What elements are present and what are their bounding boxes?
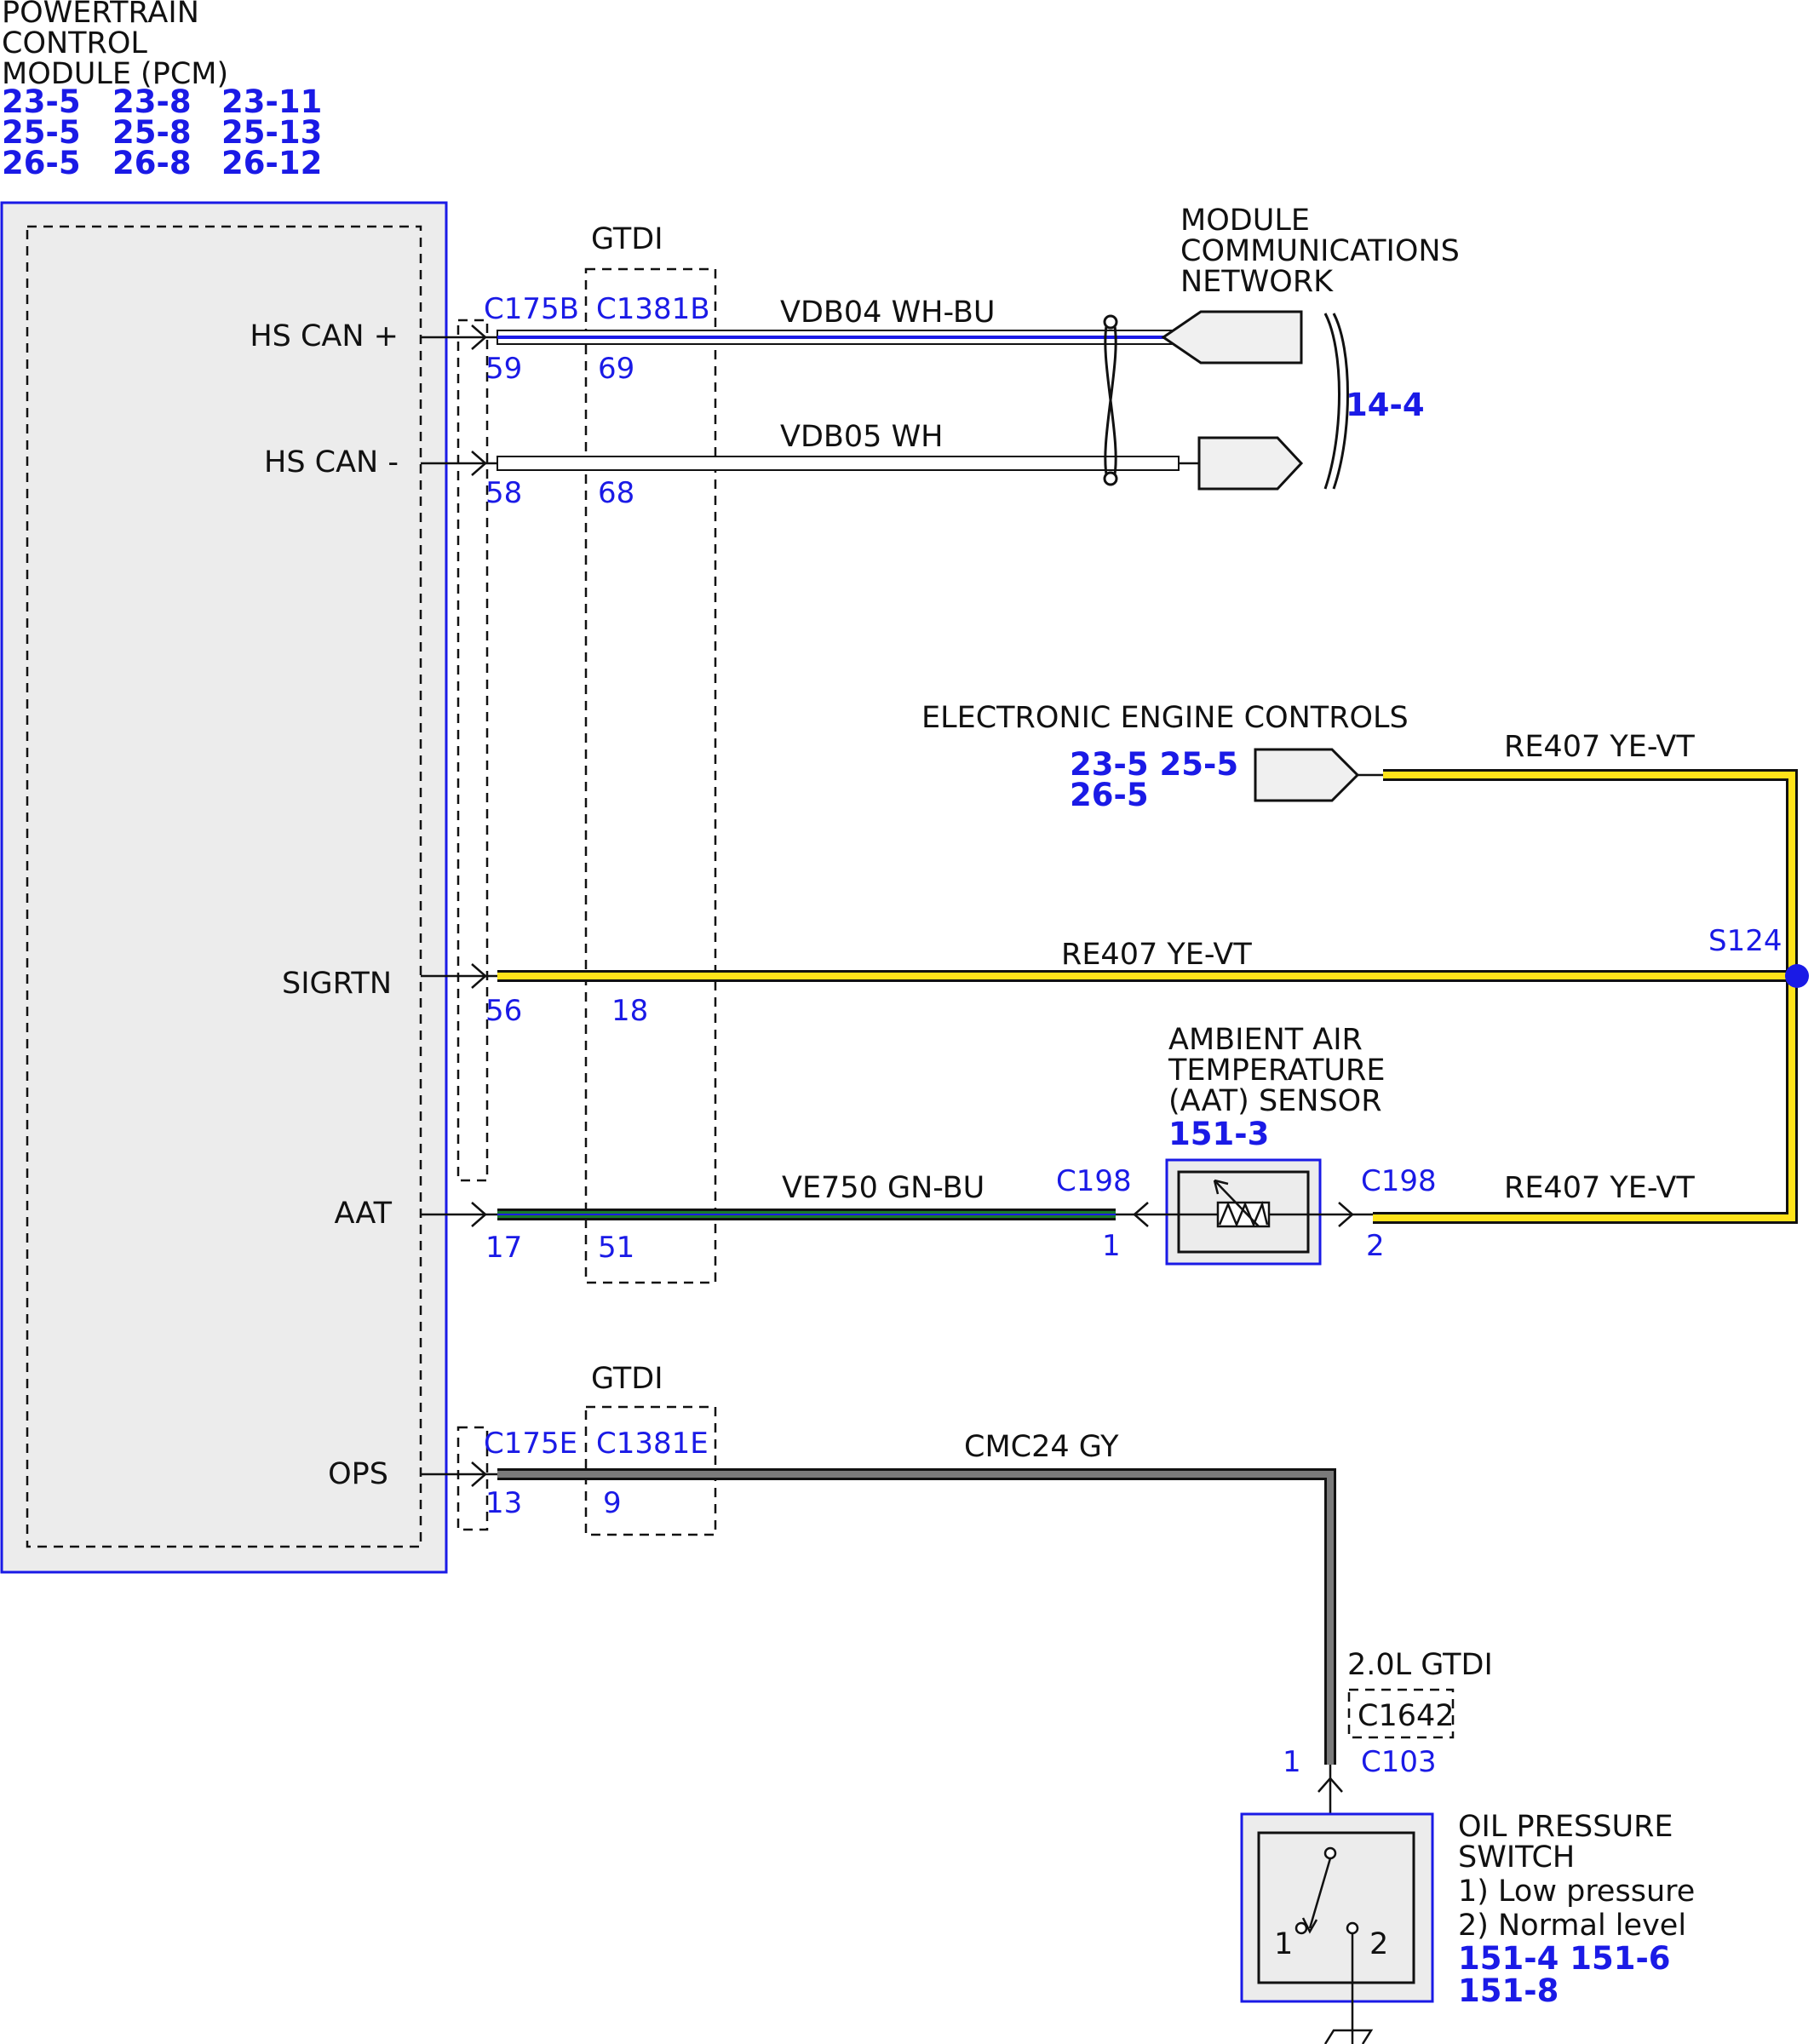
- wire-cmc24-outline: [497, 1468, 1336, 1765]
- brace-icon: [1332, 313, 1349, 490]
- twisted-pair-symbol: [1103, 314, 1118, 486]
- eec-ref-link[interactable]: 26-5: [1070, 777, 1149, 813]
- pcm-pin-hs-can-plus: HS CAN +: [250, 319, 399, 353]
- pcm-ref-link[interactable]: 25-13: [221, 114, 322, 151]
- ops-ref-link[interactable]: 151-8: [1458, 1972, 1559, 2009]
- gtdi-label-upper: GTDI: [591, 222, 663, 256]
- aat-title-line-3: (AAT) SENSOR: [1168, 1084, 1382, 1118]
- switch-pin-1: 1: [1274, 1927, 1293, 1961]
- pin-number: 69: [598, 352, 634, 386]
- c1642-label[interactable]: C1642: [1358, 1699, 1455, 1733]
- c1642-connector-boundary: [1347, 1688, 1455, 1739]
- c103-label[interactable]: C103: [1361, 1745, 1437, 1779]
- c175e-connector-boundary: [456, 1426, 489, 1531]
- c1381e-connector-boundary: [584, 1405, 717, 1536]
- network-title-line-1: MODULE: [1180, 204, 1310, 238]
- aat-title-line-2: TEMPERATURE: [1168, 1054, 1385, 1088]
- c175e-label[interactable]: C175E: [484, 1427, 577, 1461]
- eec-connector[interactable]: [1254, 748, 1360, 802]
- ops-title-line-2: SWITCH: [1458, 1840, 1575, 1875]
- pcm-inner-boundary: [26, 225, 422, 1548]
- aat-title-line-1: AMBIENT AIR: [1168, 1023, 1363, 1057]
- switch-icon: [1294, 1846, 1359, 2044]
- c1381b-connector-boundary: [584, 267, 717, 1284]
- pcm-title-line-2: CONTROL: [2, 26, 147, 60]
- pcm-pin-sigrtn: SIGRTN: [282, 967, 392, 1001]
- gtdi-label-lower: GTDI: [591, 1362, 663, 1396]
- network-title-line-3: NETWORK: [1180, 265, 1334, 299]
- wire-label-re407-top: RE407 YE-VT: [1504, 730, 1695, 764]
- aat-pin-right: 2: [1366, 1229, 1385, 1263]
- eec-ref-link[interactable]: 23-5 25-5: [1070, 746, 1238, 783]
- pin-number: 18: [611, 994, 648, 1028]
- pcm-title-line-3: MODULE (PCM): [2, 57, 228, 91]
- ops-note-2: 2) Normal level: [1458, 1909, 1686, 1943]
- wire-label-re407-mid: RE407 YE-VT: [1061, 938, 1252, 972]
- pcm-ref-link[interactable]: 23-11: [221, 83, 322, 120]
- pin-number: 9: [603, 1486, 622, 1520]
- c175b-connector-boundary: [456, 319, 489, 1182]
- pin-number: 13: [485, 1486, 522, 1520]
- wire-label-ve750: VE750 GN-BU: [782, 1171, 984, 1205]
- wire-label-vdb04: VDB04 WH-BU: [780, 296, 996, 330]
- pin-number: 17: [485, 1231, 522, 1265]
- network-connector-can-minus[interactable]: [1197, 436, 1304, 491]
- pcm-pin-aat: AAT: [334, 1197, 392, 1231]
- c175b-label[interactable]: C175B: [484, 292, 579, 326]
- network-title-line-2: COMMUNICATIONS: [1180, 234, 1460, 268]
- ops-pin-number: 1: [1283, 1745, 1301, 1779]
- network-connector-can-plus[interactable]: [1161, 310, 1303, 365]
- pcm-ref-link[interactable]: 26-8: [112, 145, 192, 181]
- ops-note-1: 1) Low pressure: [1458, 1875, 1695, 1909]
- aat-connector-left-label[interactable]: C198: [1056, 1164, 1132, 1198]
- brace-icon: [1323, 313, 1340, 490]
- ops-title-line-1: OIL PRESSURE: [1458, 1810, 1673, 1844]
- pcm-ref-link[interactable]: 26-12: [221, 145, 322, 181]
- c1381b-label[interactable]: C1381B: [596, 292, 710, 326]
- pcm-refs: 23-5 23-8 23-11 25-5 25-8 25-13 26-5 26-…: [2, 83, 322, 181]
- wire-label-cmc24: CMC24 GY: [964, 1430, 1119, 1464]
- wire-re407-route[interactable]: [1373, 772, 1795, 1221]
- pin-arrow: [1338, 1202, 1354, 1227]
- wire-vdb05[interactable]: [497, 456, 1180, 471]
- pcm-ref-link[interactable]: 23-5: [2, 83, 81, 120]
- pcm-pin-hs-can-minus: HS CAN -: [264, 445, 399, 479]
- pin-number: 58: [485, 476, 522, 510]
- pcm-title-line-1: POWERTRAIN: [2, 0, 199, 30]
- pcm-ref-link[interactable]: 25-8: [112, 114, 192, 151]
- pin-number: 68: [598, 476, 634, 510]
- network-ref-link[interactable]: 14-4: [1346, 387, 1425, 423]
- oil-pressure-switch-body: [1257, 1831, 1415, 1984]
- pcm-ref-link[interactable]: 23-8: [112, 83, 192, 120]
- pin-arrow: [1133, 1202, 1149, 1227]
- wire-vdb04[interactable]: [497, 330, 1180, 345]
- pcm-module-box[interactable]: [0, 201, 448, 1574]
- pcm-title: POWERTRAIN CONTROL MODULE (PCM): [2, 0, 228, 91]
- c1381e-label[interactable]: C1381E: [596, 1427, 709, 1461]
- pin-number: 56: [485, 994, 522, 1028]
- wire-label-vdb05: VDB05 WH: [780, 420, 944, 454]
- pcm-pin-ops: OPS: [328, 1457, 388, 1491]
- thermistor-icon: [1165, 1179, 1322, 1228]
- splice-dot[interactable]: [1785, 964, 1809, 988]
- pin-number: 51: [598, 1231, 634, 1265]
- aat-connector-right-label[interactable]: C198: [1361, 1164, 1437, 1198]
- splice-label: S124: [1708, 924, 1782, 958]
- wire-cmc24[interactable]: [497, 1471, 1334, 1765]
- switch-pin-2: 2: [1369, 1927, 1388, 1961]
- aat-ref-link[interactable]: 151-3: [1168, 1116, 1269, 1152]
- ground-icon: [1323, 2029, 1374, 2044]
- eec-title: ELECTRONIC ENGINE CONTROLS: [921, 701, 1409, 735]
- ops-ref-link[interactable]: 151-4 151-6: [1458, 1940, 1671, 1977]
- pin-arrow: [1317, 1777, 1343, 1793]
- aat-pin-left: 1: [1102, 1229, 1121, 1263]
- wire-label-re407-aat: RE407 YE-VT: [1504, 1171, 1695, 1205]
- pcm-ref-link[interactable]: 26-5: [2, 145, 81, 181]
- wire-re407-route-outline: [1373, 769, 1798, 1224]
- pcm-ref-link[interactable]: 25-5: [2, 114, 81, 151]
- ops-variant-label: 2.0L GTDI: [1347, 1648, 1493, 1682]
- pin-number: 59: [485, 352, 522, 386]
